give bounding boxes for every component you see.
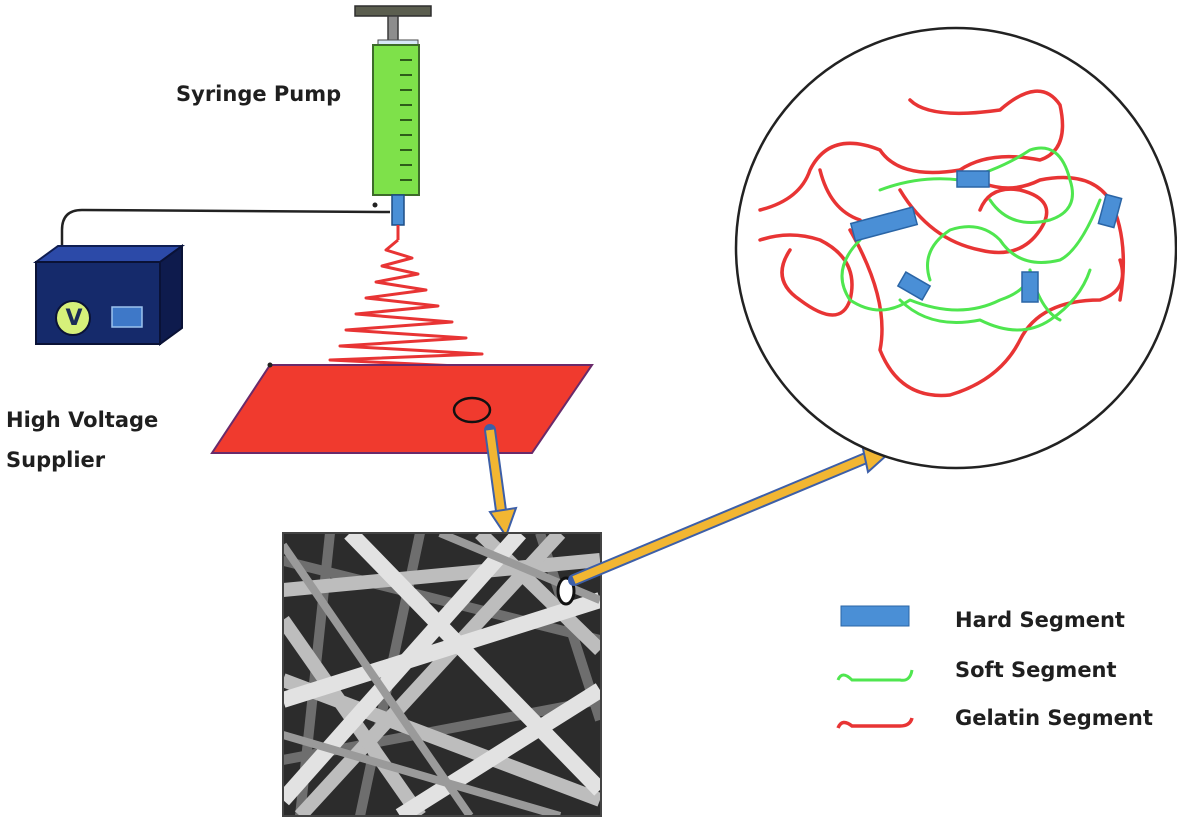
legend-gelatin-swatch xyxy=(836,717,914,729)
syringe-pump-icon xyxy=(354,5,432,240)
legend-soft-swatch xyxy=(836,669,914,682)
legend-hard-label: Hard Segment xyxy=(955,608,1125,632)
syringe-pump-label: Syringe Pump xyxy=(176,82,342,106)
zoom-arrow-molecular xyxy=(568,442,890,586)
molecular-structure-zoom xyxy=(734,26,1177,470)
legend-hard-swatch xyxy=(840,605,910,627)
high-voltage-label-line2: Supplier xyxy=(6,448,106,472)
sample-spot-marker xyxy=(452,396,492,424)
collector-plate xyxy=(210,364,594,454)
high-voltage-label-line1: High Voltage xyxy=(6,408,159,432)
legend-gelatin-label: Gelatin Segment xyxy=(955,706,1153,730)
sem-fiber-image xyxy=(282,532,602,817)
legend xyxy=(836,605,914,729)
display-icon xyxy=(111,306,143,328)
fiber-spot-marker xyxy=(556,576,576,606)
high-voltage-wire xyxy=(60,208,391,258)
legend-soft-label: Soft Segment xyxy=(955,658,1117,682)
voltmeter-icon xyxy=(55,300,91,336)
high-voltage-supplier-icon xyxy=(32,244,186,346)
electrospinning-jet xyxy=(328,238,502,374)
voltmeter-symbol: V xyxy=(65,306,83,331)
zoom-arrow-collector xyxy=(484,424,518,539)
